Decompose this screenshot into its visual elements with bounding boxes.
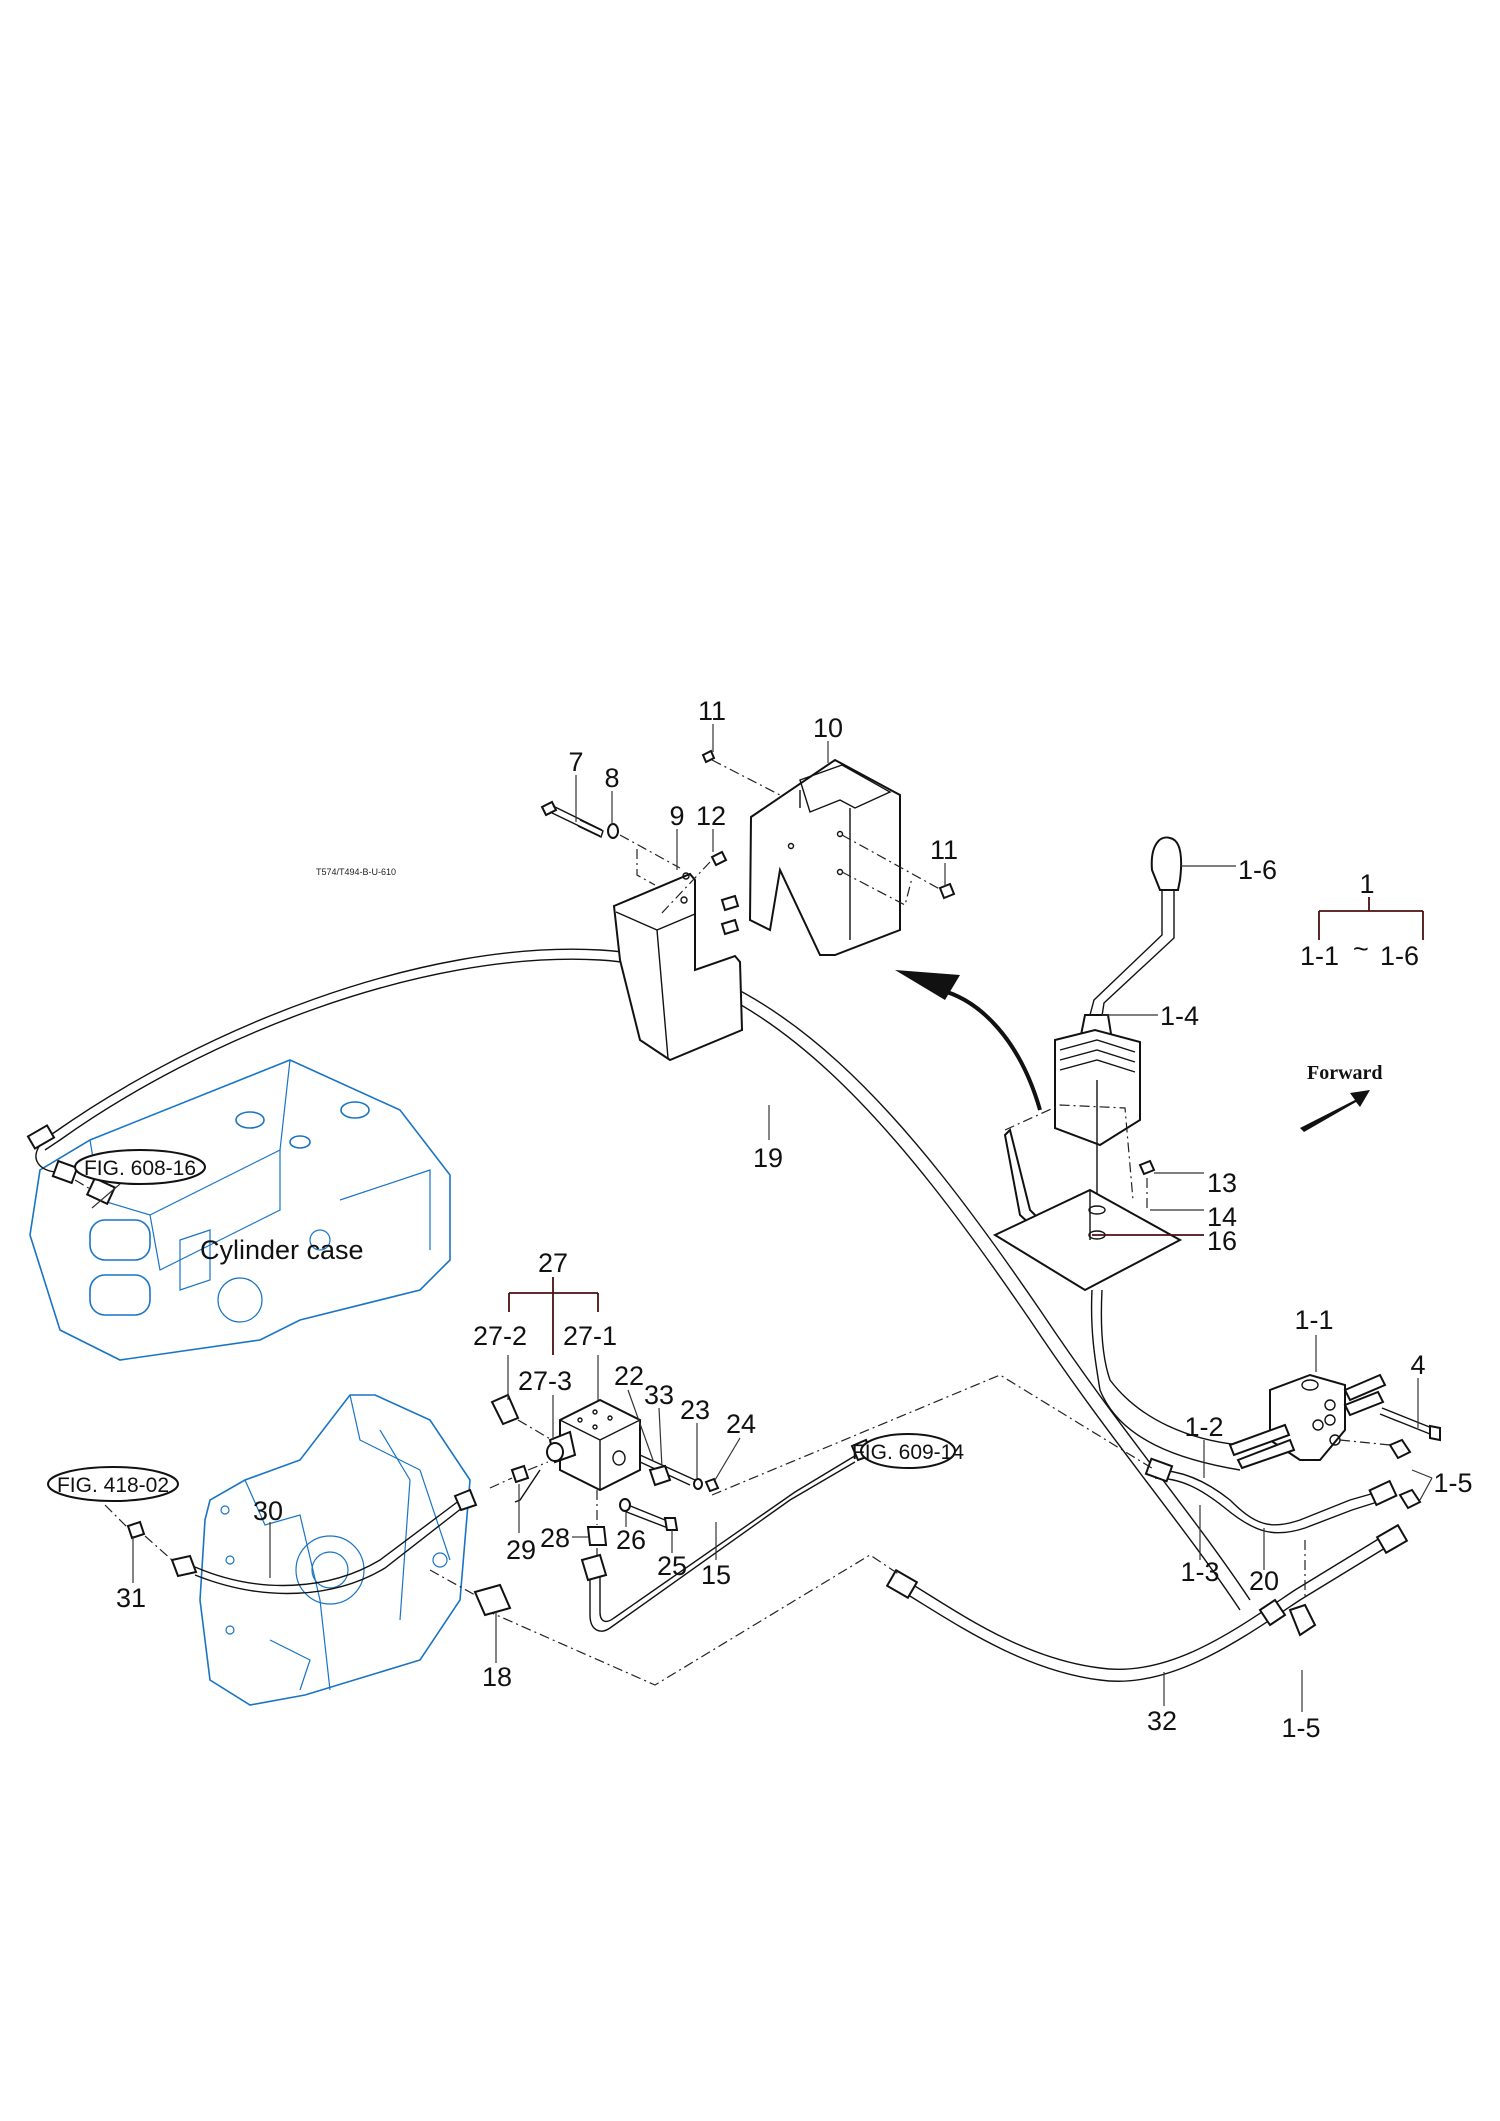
valve-block-27 bbox=[546, 1398, 641, 1492]
callout-18: 18 bbox=[482, 1662, 512, 1692]
assembly-1-label: 1 bbox=[1359, 869, 1374, 899]
callout-13: 13 bbox=[1207, 1168, 1237, 1198]
callout-11-lower: 11 bbox=[930, 835, 958, 865]
plug-33 bbox=[648, 1464, 672, 1487]
callout-33: 33 bbox=[644, 1380, 674, 1410]
hose-32 bbox=[899, 1534, 1391, 1682]
fig-ref-608-16[interactable]: FIG. 608-16 bbox=[74, 1149, 206, 1209]
fig-ref-418-02[interactable]: FIG. 418-02 bbox=[47, 1466, 179, 1502]
washer-8 bbox=[607, 823, 619, 839]
forward-label: Forward bbox=[1307, 1062, 1383, 1084]
callout-27-1: 27-1 bbox=[563, 1321, 617, 1351]
callout-20: 20 bbox=[1249, 1566, 1279, 1596]
arrow-up-right-icon bbox=[1300, 1090, 1370, 1132]
elbow-1-5-upper bbox=[1388, 1438, 1412, 1460]
bolt-7 bbox=[540, 800, 604, 838]
callout-19: 19 bbox=[753, 1143, 783, 1173]
callout-10: 10 bbox=[813, 713, 843, 743]
callout-30: 30 bbox=[253, 1496, 283, 1526]
fitting-27-2 bbox=[490, 1393, 520, 1426]
callout-15: 15 bbox=[701, 1560, 731, 1590]
fig-ref-609-14[interactable]: FIG. 609-14 bbox=[852, 1433, 964, 1469]
bolt-13 bbox=[1138, 1159, 1156, 1176]
transmission-case-drawing bbox=[199, 1394, 471, 1706]
assembly-range-sep: ~ bbox=[1353, 934, 1369, 964]
bolt-25 bbox=[623, 1504, 671, 1529]
callout-14: 14 bbox=[1207, 1202, 1237, 1232]
callout-27-3: 27-3 bbox=[518, 1366, 572, 1396]
callout-22: 22 bbox=[614, 1361, 644, 1391]
callout-27: 27 bbox=[538, 1248, 568, 1278]
callout-1-5-upper: 1-5 bbox=[1433, 1468, 1472, 1498]
cable-19-end-fitting bbox=[26, 1124, 56, 1150]
control-valve-1-1 bbox=[1228, 1373, 1387, 1470]
callout-4: 4 bbox=[1410, 1350, 1425, 1380]
cylinder-fitting bbox=[85, 1176, 117, 1206]
callout-12: 12 bbox=[696, 801, 726, 831]
drawing-code: T574/T494-B-U-610 bbox=[316, 867, 396, 877]
assembly-range-from: 1-1 bbox=[1300, 941, 1339, 971]
bolt-4 bbox=[1379, 1407, 1441, 1442]
callout-1-5-bottom: 1-5 bbox=[1281, 1713, 1320, 1743]
bracket-10 bbox=[748, 758, 901, 956]
cable-19 bbox=[44, 958, 1241, 1611]
assembly-arrow bbox=[939, 988, 1042, 1111]
callout-27-2: 27-2 bbox=[473, 1321, 527, 1351]
assembly-1-bracket: 1 1-1 ~ 1-6 bbox=[1300, 869, 1424, 971]
fitting-31 bbox=[126, 1520, 146, 1540]
forward-indicator: Forward bbox=[1300, 1062, 1383, 1132]
elbow-1-5-lower bbox=[1398, 1488, 1422, 1510]
washer-23 bbox=[693, 1478, 703, 1490]
callout-1-1: 1-1 bbox=[1294, 1305, 1333, 1335]
bracket-9 bbox=[612, 872, 744, 1062]
elbow-1-5-bottom bbox=[1288, 1603, 1317, 1637]
callout-31: 31 bbox=[116, 1583, 146, 1613]
screw-11-lower bbox=[938, 882, 956, 900]
screw-11-upper bbox=[701, 749, 716, 764]
callout-23: 23 bbox=[680, 1395, 710, 1425]
hose-30 bbox=[194, 1499, 463, 1595]
svg-text:FIG. 418-02: FIG. 418-02 bbox=[57, 1474, 169, 1497]
callouts: 7 8 9 12 11 10 11 1-6 1-4 19 13 14 bbox=[116, 696, 1473, 1743]
fitting-28 bbox=[586, 1526, 608, 1546]
cylinder-case-label: Cylinder case bbox=[200, 1235, 364, 1265]
svg-text:FIG. 608-16: FIG. 608-16 bbox=[84, 1157, 196, 1180]
nut-24 bbox=[704, 1477, 720, 1493]
callout-11-upper: 11 bbox=[698, 696, 726, 726]
callout-8: 8 bbox=[604, 763, 619, 793]
assembly-range-to: 1-6 bbox=[1380, 941, 1419, 971]
control-lever bbox=[992, 836, 1241, 1471]
callout-1-2: 1-2 bbox=[1184, 1412, 1223, 1442]
fitting-29 bbox=[510, 1464, 530, 1484]
plate-14 bbox=[992, 1188, 1183, 1292]
svg-text:FIG. 609-14: FIG. 609-14 bbox=[852, 1441, 964, 1464]
callout-16: 16 bbox=[1207, 1226, 1237, 1256]
fitting-18 bbox=[473, 1583, 512, 1617]
washer-26 bbox=[619, 1498, 631, 1512]
pipe-15 bbox=[589, 1453, 859, 1632]
knob-1-6 bbox=[1150, 836, 1183, 891]
callout-9: 9 bbox=[669, 801, 684, 831]
callout-28: 28 bbox=[540, 1523, 570, 1553]
bolt-12 bbox=[710, 850, 728, 867]
callout-26: 26 bbox=[616, 1525, 646, 1555]
callout-25: 25 bbox=[657, 1551, 687, 1581]
callout-32: 32 bbox=[1147, 1706, 1177, 1736]
callout-1-3: 1-3 bbox=[1180, 1557, 1219, 1587]
hose-20 bbox=[1154, 1469, 1391, 1534]
sub-assembly-27-bracket: 27 27-2 27-3 27-1 bbox=[473, 1248, 617, 1440]
cylinder-case-drawing bbox=[29, 1059, 451, 1361]
callout-24: 24 bbox=[726, 1409, 756, 1439]
callout-7: 7 bbox=[568, 747, 583, 777]
callout-1-4: 1-4 bbox=[1160, 1001, 1199, 1031]
assembly-arrow-head bbox=[895, 970, 960, 1000]
callout-29: 29 bbox=[506, 1535, 536, 1565]
callout-1-6: 1-6 bbox=[1238, 855, 1277, 885]
wire bbox=[514, 1469, 541, 1503]
